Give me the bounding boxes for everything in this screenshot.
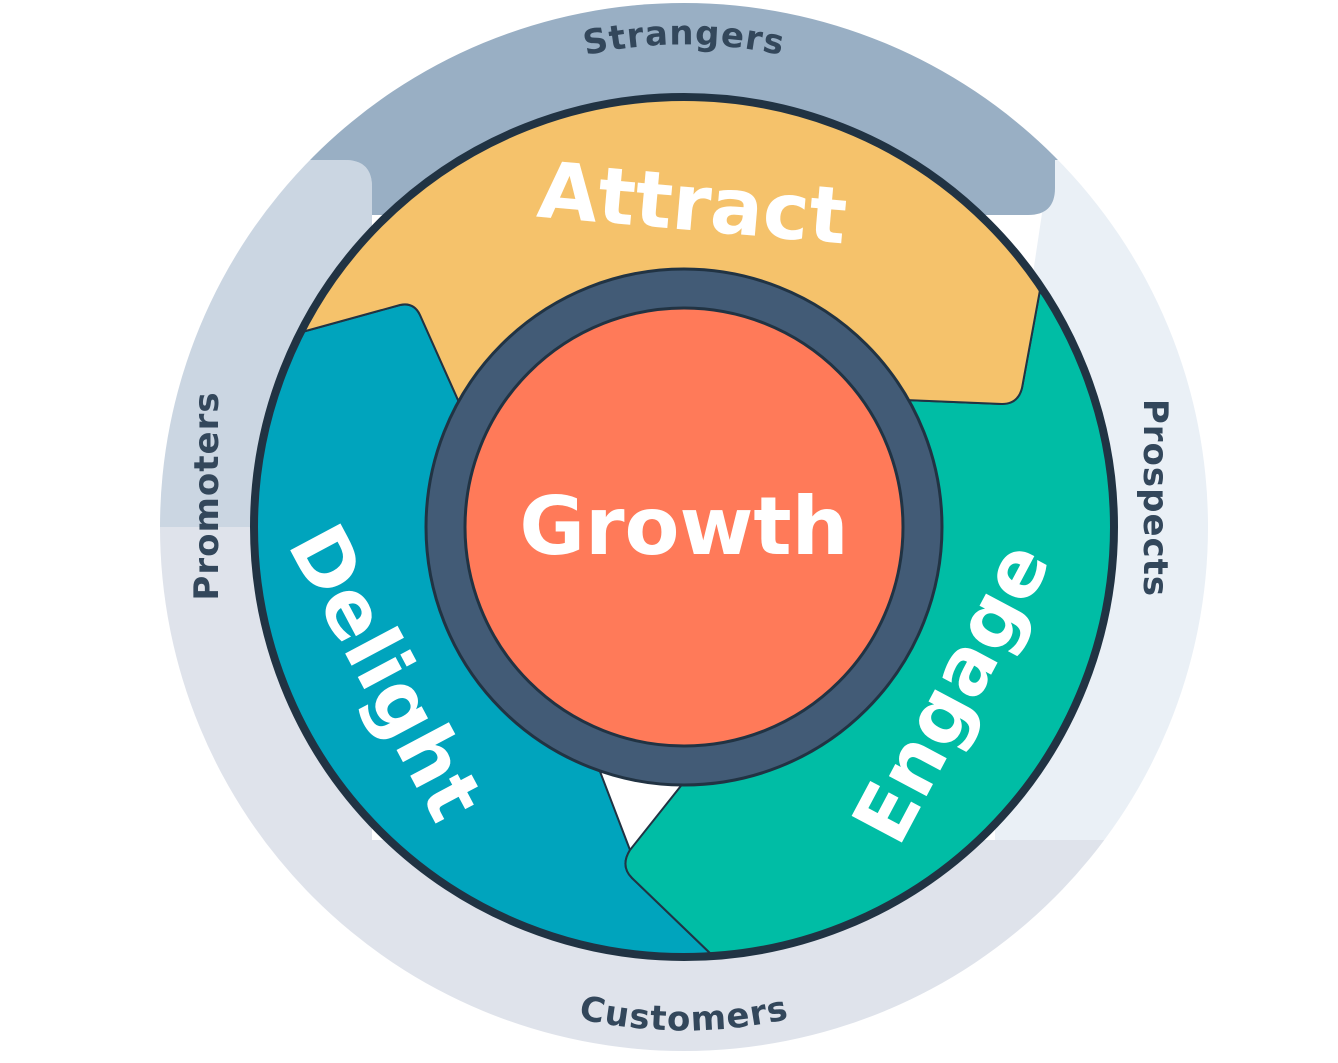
ring-label-right: Prospects bbox=[1135, 399, 1175, 597]
ring-label-left: Promoters bbox=[187, 391, 227, 600]
wheel-border bbox=[250, 93, 1118, 961]
growth-core bbox=[463, 306, 905, 748]
center-label-growth: Growth bbox=[519, 480, 848, 573]
outer-ring-right-band bbox=[995, 160, 1208, 890]
